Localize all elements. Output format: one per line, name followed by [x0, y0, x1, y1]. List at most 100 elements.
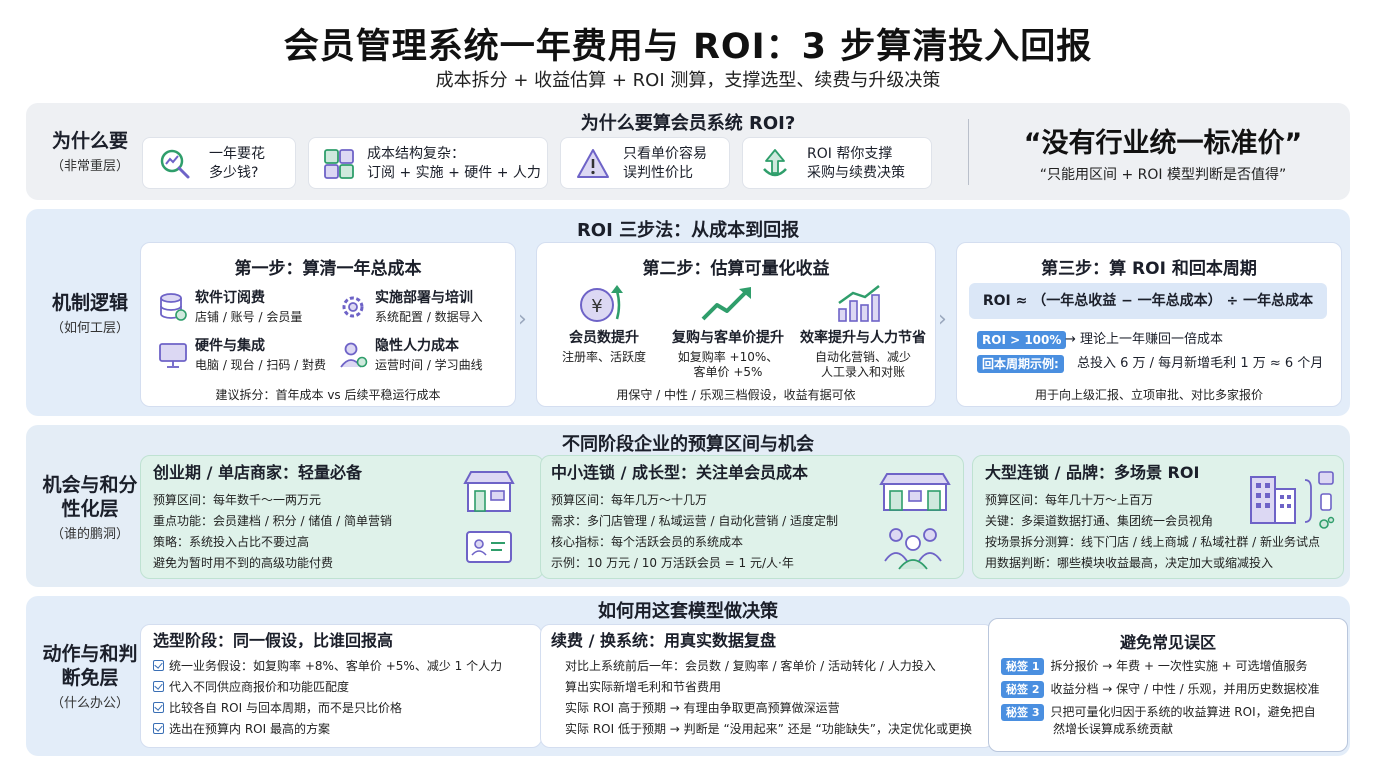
select-panel: 选型阶段：同一假设，比谁回报高 统一业务假设：如复购率 +8%、客单价 +5%、… — [140, 624, 542, 748]
renew-title: 续费 / 换系统：用真实数据复盘 — [551, 631, 776, 650]
pitfalls-title: 避免常见误区 — [1119, 633, 1216, 652]
opp-card-growth-line1: 预算区间：每年几万～十几万 — [551, 493, 708, 507]
step2-panel: 第二步：估算可量化收益 ¥ 会员数提升 注册率、活跃度 复购与客单价提升 如复购… — [536, 242, 936, 407]
mech-side-label: 机制逻辑 （如何工层） — [34, 291, 146, 336]
store-icon — [459, 468, 519, 516]
renew-item-3: 实际 ROI 高于预期 → 有理由争取更高预算做深运营 — [565, 701, 840, 715]
opp-card-enterprise-line2: 关键：多渠道数据打通、集团统一会员视角 — [985, 514, 1214, 528]
why-card-cost-line1: 一年要花 — [209, 146, 265, 162]
opp-card-growth-title: 中小连锁 / 成长型：关注单会员成本 — [551, 463, 808, 482]
warning-icon — [575, 146, 611, 182]
why-card-cost-line2: 多少钱? — [209, 165, 259, 181]
step2-item2-desc1: 如复购率 +10%、 — [677, 350, 779, 364]
opp-card-startup-line3: 策略：系统投入占比不要过高 — [153, 535, 310, 549]
svg-text:¥: ¥ — [591, 296, 602, 317]
why-card-misjudge: 只看单价容易 误判性价比 — [560, 137, 730, 189]
pitfall-item-3-cont: 然增长误算成系统贡献 — [1053, 722, 1174, 736]
action-side-sub: （什么办公） — [50, 696, 129, 711]
mech-header: ROI 三步法：从成本到回报 — [576, 220, 800, 241]
page-title: 会员管理系统一年费用与 ROI：3 步算清投入回报 — [283, 27, 1093, 67]
roi-formula: ROI ≈ （一年总收益 − 一年总成本） ÷ 一年总成本 — [969, 283, 1327, 319]
why-side-main: 为什么要 — [51, 130, 128, 152]
payback-example-badge: 回本周期示例: — [977, 355, 1064, 373]
step3-panel: 第三步：算 ROI 和回本周期 ROI ≈ （一年总收益 − 一年总成本） ÷ … — [956, 242, 1342, 407]
mech-band: 机制逻辑 （如何工层） ROI 三步法：从成本到回报 第一步：算清一年总成本 软… — [26, 209, 1350, 416]
step1-item4-desc: 运营时间 / 学习曲线 — [375, 358, 483, 372]
why-card-cost: 一年要花 多少钱? — [142, 137, 296, 189]
select-item-2: 代入不同供应商报价和功能匹配度 — [153, 679, 349, 696]
opp-card-growth-line4: 示例：10 万元 / 10 万活跃会员 = 1 元/人·年 — [551, 556, 794, 570]
checkbox-icon — [153, 681, 164, 692]
group-icon — [881, 522, 945, 572]
trend-up-icon — [699, 283, 755, 325]
opp-side-sub: （谁的鹏洞） — [50, 527, 129, 542]
magnifier-chart-icon — [157, 146, 193, 182]
opp-card-enterprise-title: 大型连锁 / 品牌：多场景 ROI — [985, 463, 1200, 482]
renew-item-2: 算出实际新增毛利和节省费用 — [565, 680, 722, 694]
action-side-main: 动作与和判断免层 — [42, 643, 138, 689]
mech-side-sub: （如何工层） — [50, 321, 129, 336]
pitfall-item-2-text: 收益分档 → 保守 / 中性 / 乐观，并用历史数据校准 — [1050, 682, 1320, 696]
step3-title: 第三步：算 ROI 和回本周期 — [1041, 259, 1257, 279]
stores-icon — [877, 470, 953, 514]
step3-note: 用于向上级汇报、立项审批、对比多家报价 — [1034, 388, 1263, 402]
checkbox-icon — [153, 660, 164, 671]
opp-card-startup-line2: 重点功能：会员建档 / 积分 / 储值 / 简单营销 — [153, 514, 393, 528]
step2-title: 第二步：估算可量化收益 — [642, 259, 830, 279]
step2-item1-title: 会员数提升 — [569, 330, 639, 346]
step2-item3-desc2: 人工录入和对账 — [820, 365, 905, 379]
opp-band: 机会与和分性化层 （谁的鹏洞） 不同阶段企业的预算区间与机会 创业期 / 单店商… — [26, 425, 1350, 587]
roi-threshold-badge: ROI > 100% — [977, 331, 1067, 349]
why-quote-main: “没有行业统一标准价” — [1023, 128, 1303, 159]
renew-item-1: 对比上系统前后一年：会员数 / 复购率 / 客单价 / 活动转化 / 人力投入 — [565, 659, 936, 673]
mech-side-main: 机制逻辑 — [51, 292, 128, 314]
opp-card-startup-line4: 避免为暂时用不到的高级功能付费 — [153, 556, 334, 570]
yen-growth-icon: ¥ — [577, 283, 631, 325]
step1-title: 第一步：算清一年总成本 — [234, 259, 422, 279]
why-card-structure-line1: 成本结构复杂： — [367, 146, 465, 162]
step1-item2-desc: 系统配置 / 数据导入 — [375, 310, 483, 324]
select-item-1: 统一业务假设：如复购率 +8%、客单价 +5%、减少 1 个人力 — [153, 658, 502, 675]
select-item-4: 选出在预算内 ROI 最高的方案 — [153, 721, 330, 738]
select-item-1-text: 统一业务假设：如复购率 +8%、客单价 +5%、减少 1 个人力 — [169, 659, 503, 673]
opp-header: 不同阶段企业的预算区间与机会 — [562, 434, 814, 455]
pitfall-item-1-text: 拆分报价 → 年费 + 一次性实施 + 可选增值服务 — [1050, 659, 1308, 673]
why-band: 为什么要 （非常重层） 为什么要算会员系统 ROI? 一年要花 多少钱? 成本结… — [26, 103, 1350, 200]
opp-card-growth-line2: 需求：多门店管理 / 私域运营 / 自动化营销 / 适度定制 — [551, 514, 839, 528]
step2-item3-title: 效率提升与人力节省 — [800, 330, 926, 346]
renew-panel: 续费 / 换系统：用真实数据复盘 对比上系统前后一年：会员数 / 复购率 / 客… — [540, 624, 994, 748]
puzzle-icon — [321, 146, 357, 182]
database-icon — [157, 291, 189, 323]
opp-card-enterprise-line4: 用数据判断：哪些模块收益最高，决定加大或缩减投入 — [985, 556, 1274, 570]
step1-panel: 第一步：算清一年总成本 软件订阅费 店铺 / 账号 / 会员量 实施部署与培训 … — [140, 242, 516, 407]
why-card-decision-line2: 采购与续费决策 — [807, 165, 905, 181]
select-item-4-text: 选出在预算内 ROI 最高的方案 — [169, 722, 330, 736]
opp-side-main: 机会与和分性化层 — [42, 474, 138, 520]
select-item-3: 比较各自 ROI 与回本周期，而不是只比价格 — [153, 700, 402, 717]
step1-item4-title: 隐性人力成本 — [375, 338, 459, 354]
opp-card-growth: 中小连锁 / 成长型：关注单会员成本 预算区间：每年几万～十几万 需求：多门店管… — [540, 455, 964, 579]
monitor-icon — [157, 339, 189, 371]
opp-card-startup-title: 创业期 / 单店商家：轻量必备 — [153, 463, 362, 482]
gear-icon — [337, 291, 369, 323]
step1-item2-title: 实施部署与培训 — [375, 290, 473, 306]
opp-card-enterprise-line1: 预算区间：每年几十万～上百万 — [985, 493, 1154, 507]
arrow-up-icon — [757, 146, 793, 182]
select-title: 选型阶段：同一假设，比谁回报高 — [153, 631, 394, 650]
step2-item1-desc1: 注册率、活跃度 — [561, 350, 646, 364]
step1-item3-desc: 电脑 / 现台 / 扫码 / 對费 — [195, 358, 327, 372]
step2-item2-desc2: 客单价 +5% — [693, 365, 763, 379]
renew-item-4: 实际 ROI 低于预期 → 判断是 “没用起来” 还是 “功能缺失”，决定优化或… — [565, 722, 972, 736]
select-item-3-text: 比较各自 ROI 与回本周期，而不是只比价格 — [169, 701, 402, 715]
why-card-structure: 成本结构复杂： 订阅 + 实施 + 硬件 + 人力 — [308, 137, 548, 189]
why-card-decision-line1: ROI 帮你支撑 — [807, 146, 893, 162]
bar-chart-icon — [833, 283, 885, 325]
opp-card-enterprise: 大型连锁 / 品牌：多场景 ROI 预算区间：每年几十万～上百万 关键：多渠道数… — [972, 455, 1344, 579]
roi-threshold-text: → 理论上一年赚回一倍成本 — [1065, 332, 1224, 347]
person-icon — [337, 339, 369, 371]
step1-item1-desc: 店铺 / 账号 / 会员量 — [195, 310, 303, 324]
why-header: 为什么要算会员系统 ROI? — [580, 113, 796, 134]
